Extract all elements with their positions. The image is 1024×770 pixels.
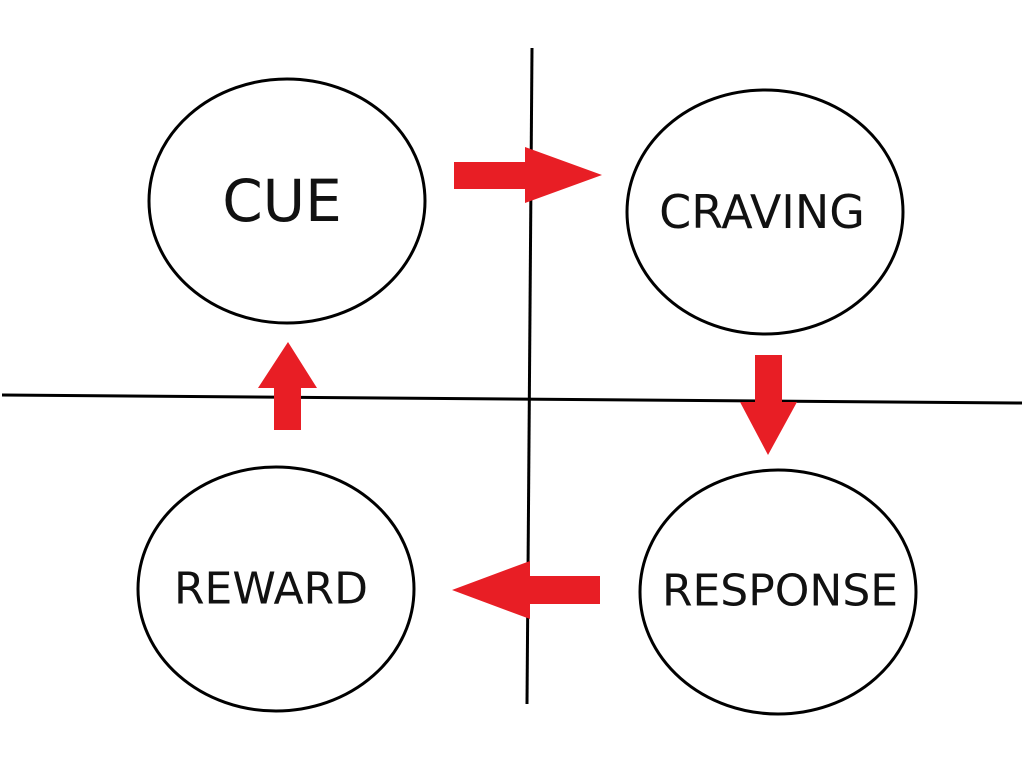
cue-circle: [147, 77, 427, 325]
cue-label: CUE: [222, 167, 342, 235]
response-circle: [638, 468, 918, 716]
horizontal-divider-line: [1, 393, 1023, 405]
arrow-left-icon: [452, 561, 600, 619]
arrow-right-icon: [454, 147, 602, 203]
craving-label: CRAVING: [659, 185, 865, 239]
reward-circle: [136, 465, 416, 713]
arrow-down-icon: [740, 355, 797, 455]
craving-circle: [625, 88, 905, 336]
response-label: RESPONSE: [662, 566, 898, 617]
arrow-up-icon: [258, 342, 317, 430]
reward-label: REWARD: [174, 564, 368, 615]
